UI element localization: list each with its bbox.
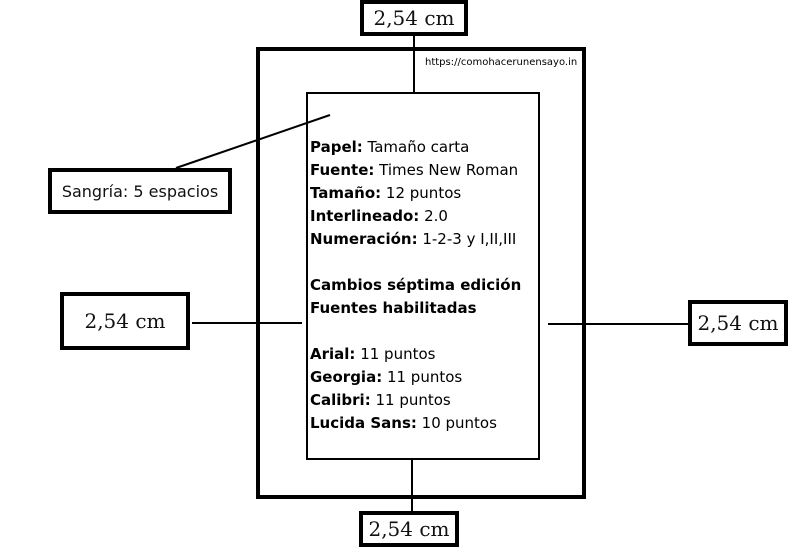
left-margin-line: [192, 322, 302, 324]
font-arial: Arial: 11 puntos: [310, 345, 436, 363]
page-outline: [256, 47, 586, 499]
spec-line-spacing: Interlineado: 2.0: [310, 207, 448, 225]
source-url: https://comohacerunensayo.in: [425, 57, 578, 68]
spec-font: Fuente: Times New Roman: [310, 161, 519, 179]
seventh-edition-heading: Cambios séptima edición: [310, 276, 522, 294]
font-lucida-sans: Lucida Sans: 10 puntos: [310, 414, 497, 432]
top-margin-label: 2,54 cm: [360, 0, 468, 36]
top-margin-line: [413, 34, 415, 92]
font-georgia: Georgia: 11 puntos: [310, 368, 463, 386]
bottom-margin-line: [411, 460, 413, 512]
text-area-outline: [306, 92, 540, 460]
format-specs: Papel: Tamaño carta Fuente: Times New Ro…: [310, 136, 521, 435]
left-margin-label: 2,54 cm: [60, 292, 190, 350]
right-margin-label: 2,54 cm: [688, 300, 788, 346]
enabled-fonts-heading: Fuentes habilitadas: [310, 299, 477, 317]
spec-paper: Papel: Tamaño carta: [310, 138, 470, 156]
spec-size: Tamaño: 12 puntos: [310, 184, 462, 202]
bottom-margin-label: 2,54 cm: [359, 511, 459, 547]
indent-label: Sangría: 5 espacios: [48, 168, 232, 214]
spec-numbering: Numeración: 1-2-3 y I,II,III: [310, 230, 517, 248]
font-calibri: Calibri: 11 puntos: [310, 391, 451, 409]
right-margin-line: [548, 323, 690, 325]
